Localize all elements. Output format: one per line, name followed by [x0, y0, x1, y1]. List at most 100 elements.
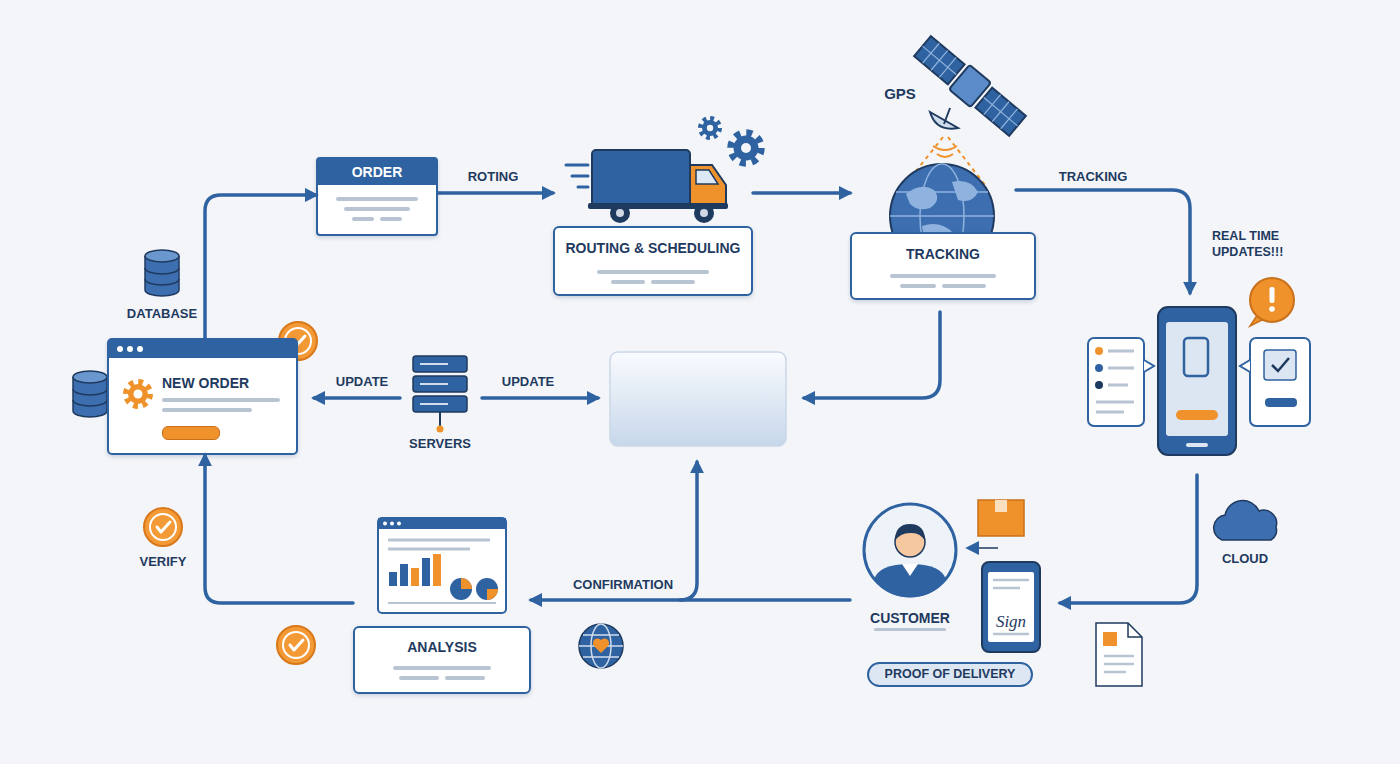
satellite-icon: [975, 88, 1025, 136]
flow-connector: [531, 598, 850, 602]
process-box: ROUTING & SCHEDULING: [553, 150, 753, 296]
satellite-icon: [912, 34, 1028, 138]
order-card: [380, 217, 402, 221]
signature-phone: [988, 572, 1034, 642]
process-box: [890, 274, 996, 278]
analytics-screen: [397, 522, 401, 526]
signature-phone: [982, 562, 1040, 652]
message-card: [1144, 360, 1154, 372]
customer-avatar: [895, 524, 925, 541]
analytics-screen: [476, 578, 498, 600]
parcel-icon: [968, 547, 998, 549]
alert-bubble: [1270, 287, 1275, 303]
delivery-truck: [566, 165, 588, 187]
gps-signal: [933, 146, 957, 157]
check-badge: [277, 626, 315, 664]
analytics-screen: [461, 578, 472, 589]
new-order-window: [117, 346, 123, 352]
delivery-truck: [700, 209, 708, 217]
satellite-icon: [949, 65, 991, 108]
satellite-icon: [944, 108, 950, 124]
analytics-screen: [383, 522, 387, 526]
order-card: [344, 207, 410, 211]
flow-arrow: [1060, 475, 1197, 603]
delivery-truck: [610, 203, 630, 223]
alert-bubble: [1250, 278, 1294, 326]
text-label: REAL TIME UPDATES!!!: [1212, 228, 1304, 260]
node-label: PROOF OF DELIVERY: [869, 664, 1031, 685]
message-card: [1095, 364, 1103, 372]
customer-avatar: [902, 564, 918, 576]
mobile-phone: [1158, 307, 1236, 455]
new-order-window: [162, 398, 280, 402]
globe-badge: [591, 624, 611, 668]
process-box: [445, 676, 485, 680]
status-pill: PROOF OF DELIVERY: [867, 662, 1033, 687]
message-card: [1088, 338, 1144, 426]
mobile-phone: [1184, 338, 1208, 376]
parcel-icon: [968, 500, 1024, 548]
database-icon: [145, 250, 179, 296]
analytics-screen: [388, 602, 496, 604]
node-label: ORDER: [318, 164, 436, 180]
node-label: CUSTOMER: [850, 610, 970, 626]
cloud-icon: [1214, 501, 1277, 540]
message-card: [1096, 351, 1134, 412]
new-order-window: [120, 376, 156, 412]
flow-arrow: [1016, 190, 1190, 293]
signature-phone: [982, 562, 1040, 652]
new-order-window: [162, 426, 220, 440]
process-box: [399, 676, 439, 680]
text-label: DATABASE: [127, 306, 197, 321]
process-box: [393, 666, 491, 670]
document-icon: [1096, 623, 1142, 686]
new-order-window: [162, 408, 252, 412]
server-stack: [439, 412, 441, 426]
process-box: [611, 280, 645, 284]
analytics-screen: [411, 568, 419, 586]
text-label: VERIFY: [140, 554, 187, 569]
text-label: UPDATE: [336, 374, 388, 389]
server-stack: [437, 426, 444, 433]
mobile-phone: [1186, 443, 1208, 447]
analytics-screen: [378, 518, 506, 529]
message-card: [1095, 381, 1103, 389]
text-label: UPDATE: [502, 374, 554, 389]
new-order-window: [128, 384, 148, 404]
process-box: TRACKING: [850, 170, 1036, 300]
delivery-truck: [566, 150, 728, 223]
cloud-icon: [1214, 501, 1277, 540]
new-order-window: [137, 346, 143, 352]
alert-bubble: [1269, 306, 1275, 312]
flow-connector: [205, 455, 353, 603]
flow-arrow: [482, 396, 598, 400]
new-order-window: NEW ORDER: [107, 338, 298, 455]
alert-bubble: [1250, 278, 1294, 322]
globe-badge: [579, 635, 623, 657]
process-box: [900, 284, 936, 288]
process-box: [353, 626, 531, 694]
flow-connector: [205, 195, 316, 338]
new-order-window: [134, 390, 143, 399]
server-stack: [413, 356, 467, 433]
satellite-icon: [975, 88, 1025, 136]
analytics-screen: [389, 572, 397, 586]
globe-badge: [593, 638, 609, 653]
center-panel: [610, 352, 786, 446]
node-label: NEW ORDER: [162, 375, 249, 391]
flow-connector: [753, 191, 850, 195]
flow-arrow: [314, 190, 1197, 603]
process-box: [597, 270, 709, 274]
text-label: SERVERS: [409, 436, 471, 451]
satellite-icon: [930, 112, 958, 129]
node-label: ANALYSIS: [353, 639, 531, 655]
document-icon: [1104, 656, 1134, 672]
gear-icon: [700, 118, 761, 163]
flow-arrow: [680, 462, 697, 600]
flow-arrow: [804, 312, 940, 398]
globe-badge: [579, 624, 623, 668]
customer-avatar: [874, 564, 946, 597]
delivery-truck: [690, 165, 726, 206]
delivery-truck: [616, 209, 624, 217]
